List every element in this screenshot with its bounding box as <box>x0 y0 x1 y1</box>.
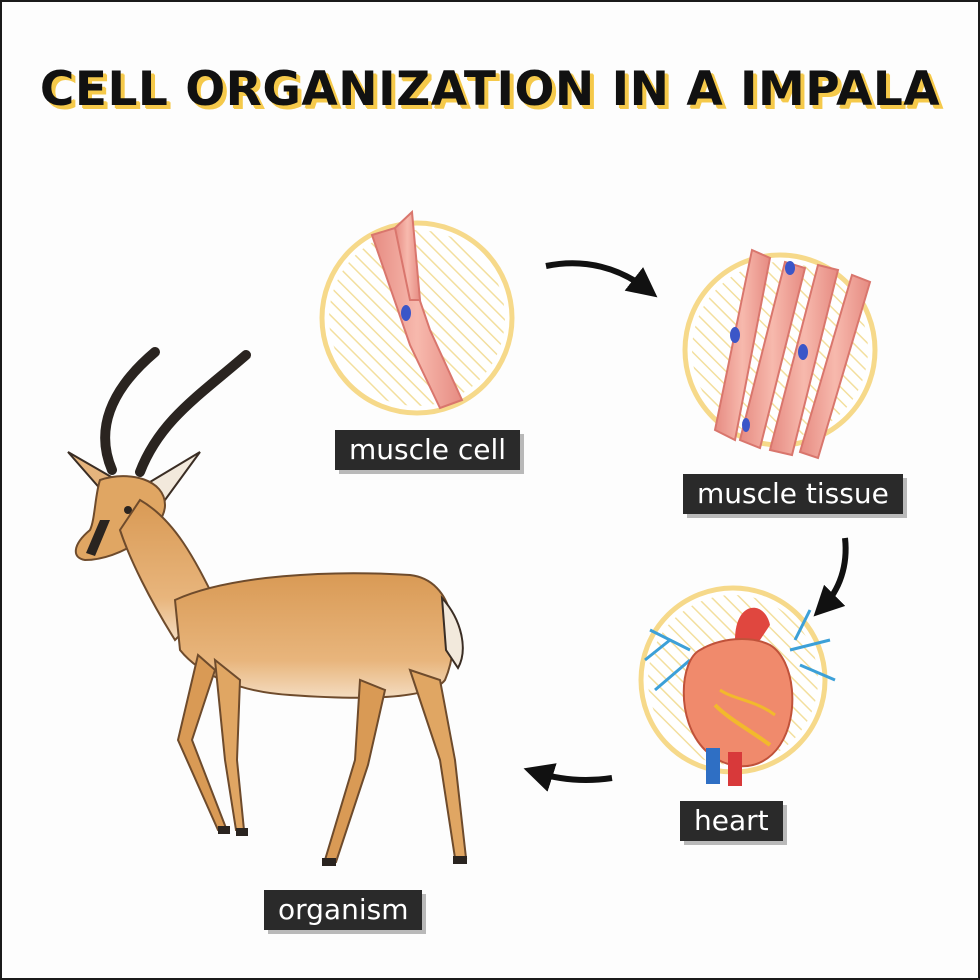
arrow-tissue-to-heart <box>813 537 849 617</box>
diagram-title: CELL ORGANIZATION IN A IMPALA <box>39 62 941 117</box>
nucleus-icon <box>401 305 411 321</box>
label-heart: heart <box>680 801 783 841</box>
arrow-heart-to-organism <box>523 763 613 792</box>
heart-illustration <box>638 585 836 786</box>
label-organism: organism <box>264 890 423 930</box>
arrow-cell-to-tissue <box>545 260 658 298</box>
label-muscle-tissue: muscle tissue <box>683 474 903 514</box>
muscle-tissue-illustration <box>682 248 878 460</box>
muscle-cell-illustration <box>319 209 515 416</box>
impala-illustration <box>67 347 468 866</box>
label-muscle-cell: muscle cell <box>335 430 521 470</box>
